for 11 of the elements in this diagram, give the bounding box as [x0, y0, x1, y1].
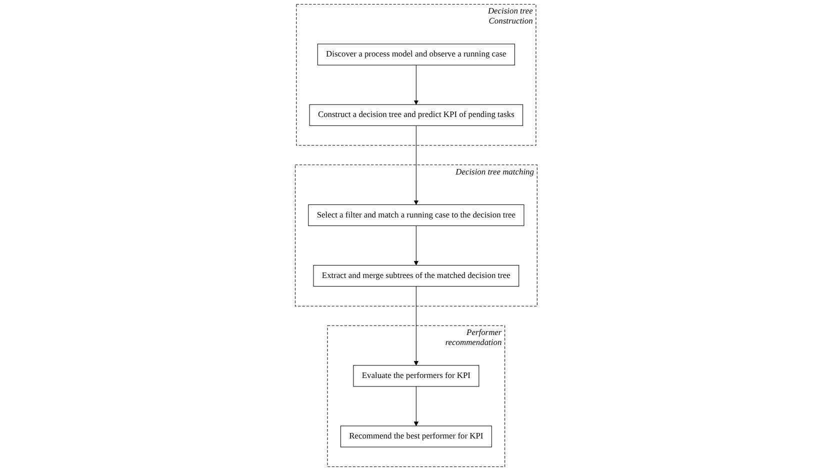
arrow [414, 64, 418, 105]
node-box: Extract and merge subtrees of the matched decision tree [313, 265, 519, 287]
arrow [414, 386, 418, 426]
node-box: Recommend the best performer for KPI [340, 426, 492, 448]
node-box: Evaluate the performers for KPI [353, 365, 479, 387]
node-box: Construct a decision tree and predict KPI of pending tasks [309, 104, 523, 126]
arrow [414, 125, 418, 205]
node-box: Select a filter and match a running case to the decision tree [308, 204, 524, 226]
arrow [414, 286, 418, 366]
arrow [414, 226, 418, 266]
node-box: Discover a process model and observe a running case [317, 44, 515, 66]
